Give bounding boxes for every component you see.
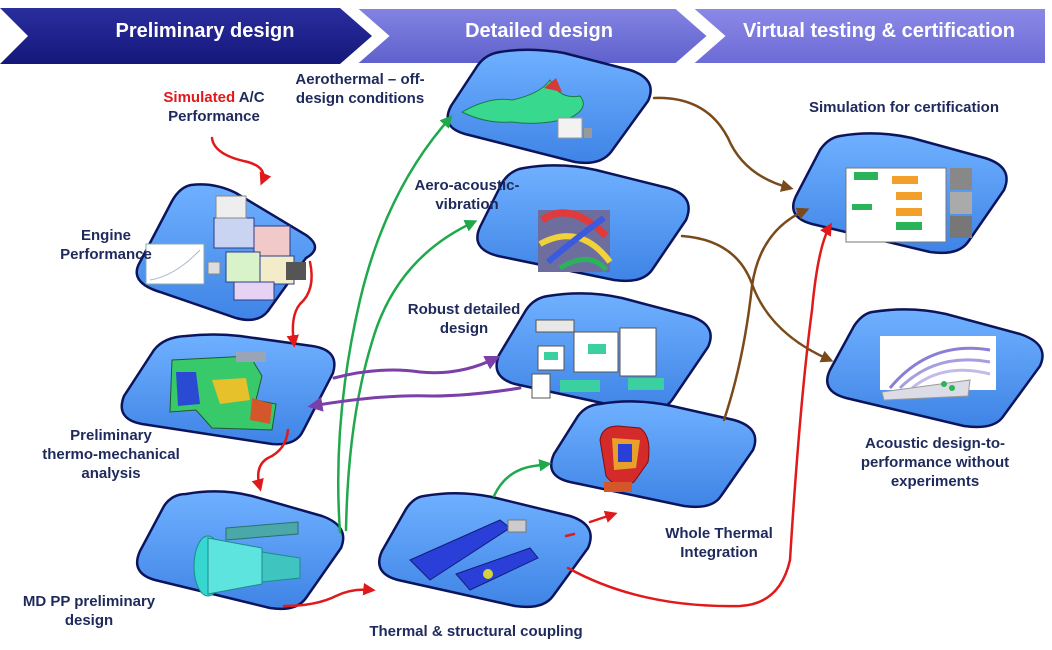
label-thermo-mechanical-line3: analysis — [81, 465, 141, 482]
phase-banner — [0, 7, 1047, 65]
label-md-pp: MD PP preliminary design — [4, 592, 174, 630]
label-robust-detailed-line2: design — [439, 320, 489, 337]
phase-label-detailed: Detailed design — [465, 20, 613, 42]
certification-flowchart-image — [845, 167, 972, 243]
blade-flow-image — [460, 78, 592, 139]
label-aerothermal-line1: Aerothermal – off- — [295, 71, 425, 88]
label-whole-thermal-line2: Integration — [680, 544, 758, 561]
puzzle-pieces-image — [145, 195, 306, 301]
label-engine-performance: Engine Performance — [56, 226, 156, 264]
label-md-pp-line2: design — [64, 612, 114, 629]
engine-cutaway-image — [599, 425, 650, 492]
label-md-pp-line1: MD PP preliminary — [22, 593, 156, 610]
arrow-thermal-to-whole-green — [492, 459, 552, 498]
label-ac-performance-highlight: Simulated — [163, 89, 236, 106]
label-thermal-structural-line1: Thermal & structural coupling — [369, 623, 583, 640]
engine-nacelle-model-image — [193, 521, 301, 597]
arrow-thermal-to-whole-dash — [588, 510, 618, 524]
label-aerothermal-line2: design conditions — [295, 90, 425, 107]
label-thermo-mechanical-line2: thermo-mechanical — [42, 446, 180, 463]
arrow-whole-to-certification — [722, 207, 810, 422]
acoustic-waves-image — [880, 336, 996, 401]
label-robust-detailed: Robust detailed design — [394, 300, 534, 338]
label-thermo-mechanical-line1: Preliminary — [70, 427, 152, 444]
label-aerothermal: Aerothermal – off- design conditions — [272, 70, 448, 108]
workflow-diagram-image — [531, 319, 664, 399]
tile-thermal-structural — [378, 491, 592, 609]
label-acoustic-design: Acoustic design-to- performance without … — [840, 434, 1030, 491]
label-whole-thermal-line1: Whole Thermal — [665, 525, 773, 542]
arrow-thermal-to-certification — [566, 222, 832, 608]
phase-chevron-detailed — [353, 7, 710, 65]
arrow-aerothermal-to-certification — [652, 96, 794, 192]
label-ac-performance-rest: A/C — [235, 89, 265, 106]
arrow-thermal-to-whole — [564, 532, 576, 538]
label-aero-acoustic-line1: Aero-acoustic- — [414, 177, 520, 194]
phase-label-preliminary: Preliminary design — [115, 20, 295, 42]
arrow-mdpp-to-aerothermal — [337, 115, 453, 534]
label-thermo-mechanical: Preliminary thermo-mechanical analysis — [26, 426, 196, 483]
label-ac-performance-line2: Performance — [168, 108, 260, 125]
arrow-thermo-to-robust — [332, 355, 501, 380]
arrows — [210, 96, 834, 608]
label-acoustic-design-line1: Acoustic design-to- — [864, 435, 1005, 452]
phase-label-virtual-testing: Virtual testing & certification — [743, 20, 1015, 42]
label-certification: Simulation for certification — [776, 98, 1032, 117]
label-acoustic-design-line2: performance without — [860, 454, 1010, 471]
label-aero-acoustic-line2: vibration — [435, 196, 499, 213]
arrow-ac-to-engine — [210, 136, 272, 186]
label-engine-performance-line2: Performance — [60, 246, 152, 263]
tile-whole-thermal — [550, 400, 757, 509]
label-whole-thermal: Whole Thermal Integration — [644, 524, 794, 562]
label-acoustic-design-line3: experiments — [890, 473, 980, 490]
label-certification-line1: Simulation for certification — [808, 99, 1000, 116]
label-robust-detailed-line1: Robust detailed — [407, 301, 521, 318]
label-aero-acoustic: Aero-acoustic- vibration — [392, 176, 542, 214]
label-ac-performance: Simulated A/C Performance — [124, 88, 304, 126]
arrow-engine-to-thermo — [286, 260, 313, 348]
label-engine-performance-line1: Engine — [80, 227, 131, 244]
phase-chevron-preliminary — [0, 8, 372, 64]
engine-stress-contour-image — [169, 352, 277, 431]
tile-images — [145, 78, 996, 597]
pylon-structure-image — [409, 519, 539, 591]
arrow-thermo-to-mdpp — [251, 428, 290, 492]
phase-chevron-virtual-testing — [689, 7, 1047, 65]
label-thermal-structural: Thermal & structural coupling — [336, 622, 616, 641]
arrow-robust-to-thermo — [307, 386, 522, 412]
fan-blades-image — [538, 209, 613, 272]
arrow-mdpp-to-aeroacoustic — [344, 219, 478, 532]
arrow-mdpp-to-thermal — [282, 582, 376, 608]
